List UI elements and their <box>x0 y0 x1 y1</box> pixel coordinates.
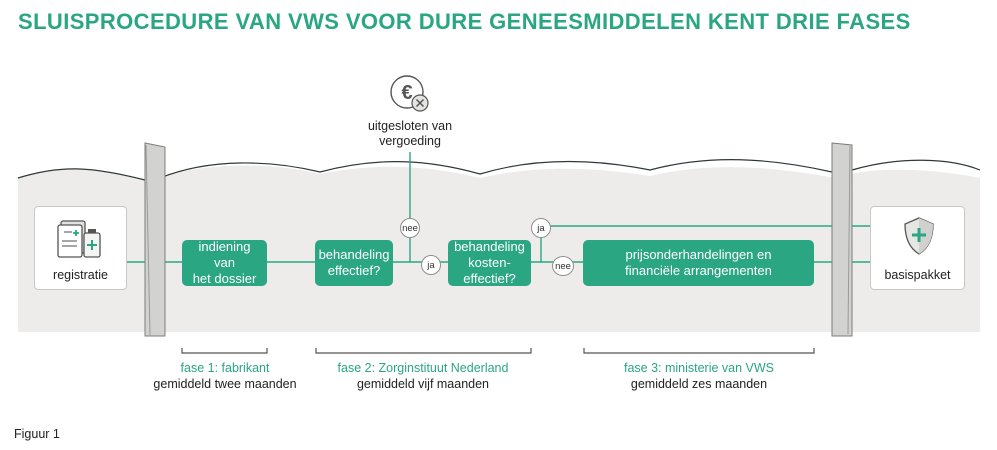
phase-1: fase 1: fabrikant gemiddeld twee maanden <box>136 360 314 392</box>
phase-1-name: fase 1: fabrikant <box>180 361 270 375</box>
badge-ja-effective: ja <box>421 255 441 275</box>
phase-1-duration: gemiddeld twee maanden <box>153 377 297 391</box>
shield-cross-icon <box>902 216 936 256</box>
badge-nee-cost-effective: nee <box>552 256 574 276</box>
water-waves <box>17 159 981 181</box>
phase-2-duration: gemiddeld vijf maanden <box>356 377 490 391</box>
phase-3: fase 3: ministerie van VWS gemiddeld zes… <box>594 360 804 392</box>
phase-2-name: fase 2: Zorginstituut Nederland <box>337 361 509 375</box>
basic-package-label: basispakket <box>884 268 951 282</box>
medicine-documents-icon <box>57 217 105 261</box>
flow-lines <box>127 152 870 263</box>
step-cost-effective: behandeling kosten- effectief? <box>448 239 531 286</box>
euro-crossed-icon: € <box>387 72 435 116</box>
phase-brackets <box>181 348 815 354</box>
step-effective: behandeling effectief? <box>315 240 393 286</box>
phase-3-name: fase 3: ministerie van VWS <box>623 361 775 375</box>
svg-text:€: € <box>401 82 412 104</box>
badge-ja-cost-effective: ja <box>531 218 551 238</box>
registration-card: registratie <box>34 206 127 290</box>
left-gate <box>144 142 166 337</box>
diagram-title: SLUISPROCEDURE VAN VWS VOOR DURE GENEESM… <box>18 9 911 34</box>
basic-package-card: basispakket <box>870 206 965 290</box>
figure-caption: Figuur 1 <box>14 427 60 441</box>
registration-label: registratie <box>53 268 108 282</box>
step-dossier: indiening van het dossier <box>182 239 267 286</box>
step-price-negotiations: prijsonderhandelingen en financiële arra… <box>583 240 814 286</box>
right-gate <box>831 142 853 337</box>
phase-3-duration: gemiddeld zes maanden <box>630 377 768 391</box>
phase-2: fase 2: Zorginstituut Nederland gemiddel… <box>318 360 528 392</box>
excluded-label: uitgesloten van vergoeding <box>367 119 453 148</box>
badge-nee-effective: nee <box>400 218 420 238</box>
